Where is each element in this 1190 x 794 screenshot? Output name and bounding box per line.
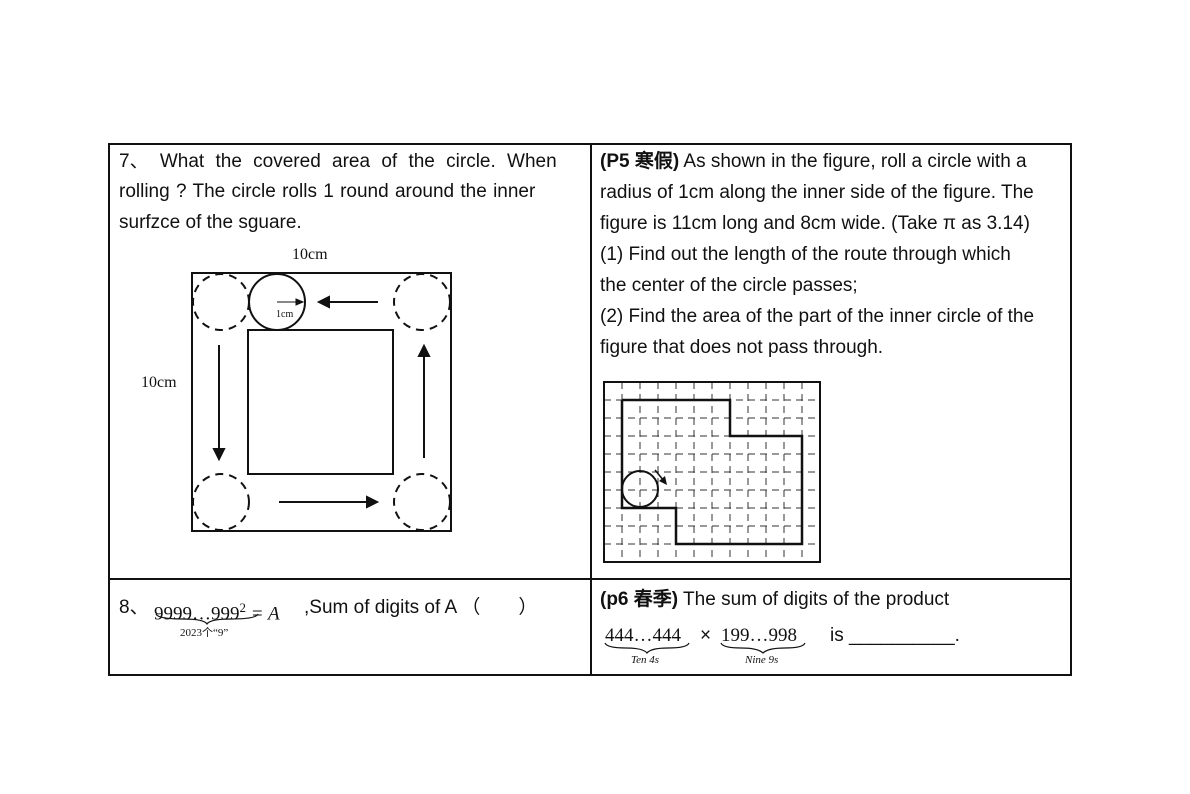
q8-exponent: 2 [239,600,247,615]
p5-line-1: (P5 寒假) As shown in the figure, roll a c… [600,146,1027,177]
p6-times: × [700,625,712,646]
p5-tag: (P5 寒假) [600,151,680,172]
p6-line-1: (p6 春季) The sum of digits of the product [600,584,949,615]
p6-underbrace-label-2: Nine 9s [745,654,779,666]
p5-line-6: (2) Find the area of the part of the inn… [600,306,1035,327]
p5-line-3: figure is 11cm long and 8cm wide. (Take … [600,213,1030,234]
q7-figure-left-label: 10cm [141,374,177,391]
q8-suffix: ,Sum of digits of A （ ） [304,597,538,618]
p5-line-4: (1) Find out the length of the route thr… [600,244,1011,265]
q7-figure-top-label: 10cm [292,246,328,263]
q7-line-1: 7、 What the covered area of the circle. … [119,151,557,172]
p5-line-2: radius of 1cm along the inner side of th… [600,182,1034,203]
column-divider [590,143,592,676]
q7-radius-label: 1cm [276,309,294,320]
p5-line-1-text: As shown in the figure, roll a circle wi… [679,151,1027,172]
p6-is-blank: is __________. [830,625,960,646]
p6-tag: (p6 春季) [600,589,679,610]
p6-factor-2: 199…998 [721,625,797,646]
p6-text: The sum of digits of the product [678,589,950,610]
p5-line-7: figure that does not pass through. [600,337,884,358]
q8-equals: = A [246,603,280,625]
p5-line-5: the center of the circle passes; [600,275,858,296]
q7-line-2: rolling ? The circle rolls 1 round aroun… [119,181,536,202]
q8-underbrace-label: 2023个“9” [180,627,229,639]
p6-factor-1: 444…444 [605,625,681,646]
q8-prefix: 8、 [119,597,149,618]
q7-line-3: surfzce of the sguare. [119,212,302,233]
row-divider [108,578,1072,580]
p6-underbrace-label-1: Ten 4s [631,654,660,666]
